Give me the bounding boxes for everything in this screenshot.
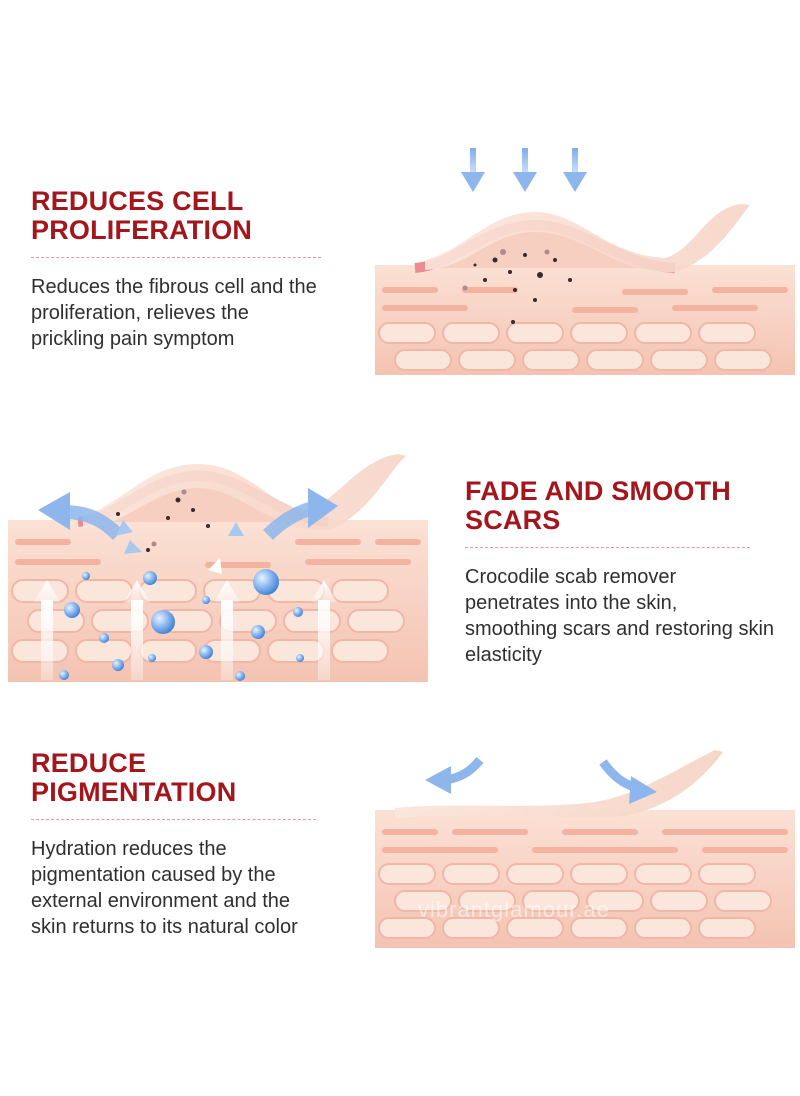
- title-line-2: PROLIFERATION: [31, 215, 253, 245]
- moisture-bubbles: [59, 569, 304, 681]
- down-arrow-icon: [461, 148, 485, 192]
- curved-arrow-right-icon: [599, 759, 657, 804]
- title-line-2: SCARS: [465, 505, 561, 535]
- up-arrow-icon: [311, 580, 337, 680]
- section-reduce-pigmentation: REDUCE PIGMENTATION Hydration reduces th…: [31, 749, 331, 940]
- down-arrow-icon: [513, 148, 537, 192]
- up-arrow-icon: [124, 580, 150, 680]
- up-arrow-icon: [214, 580, 240, 680]
- section-description: Reduces the fibrous cell and the prolife…: [31, 276, 317, 350]
- section-title: FADE AND SMOOTH SCARS: [465, 477, 775, 535]
- title-line-2: PIGMENTATION: [31, 777, 237, 807]
- section-fade-and-smooth-scars: FADE AND SMOOTH SCARS Crocodile scab rem…: [465, 477, 775, 668]
- dashed-divider: [31, 257, 321, 258]
- title-line-1: REDUCES CELL: [31, 186, 244, 216]
- curved-arrow-left-icon: [425, 757, 484, 794]
- down-arrow-icon: [563, 148, 587, 192]
- skin-illustration-smooth: [375, 750, 795, 948]
- dashed-divider: [465, 547, 750, 548]
- dashed-divider: [31, 819, 316, 820]
- section-reduces-cell-proliferation: REDUCES CELL PROLIFERATION Reduces the f…: [31, 187, 321, 352]
- section-title: REDUCES CELL PROLIFERATION: [31, 187, 321, 245]
- title-line-1: FADE AND SMOOTH: [465, 476, 731, 506]
- section-title: REDUCE PIGMENTATION: [31, 749, 331, 807]
- skin-illustration-pressure: [375, 148, 795, 375]
- skin-illustration-penetration: [8, 454, 428, 682]
- title-line-1: REDUCE: [31, 748, 147, 778]
- section-description: Crocodile scab remover penetrates into t…: [465, 566, 775, 666]
- section-description: Hydration reduces the pigmentation cause…: [31, 838, 298, 938]
- curved-arrow-left-icon: [38, 492, 123, 541]
- up-arrow-icon: [34, 580, 60, 680]
- watermark: vibrantglamour.ae: [418, 897, 610, 922]
- curved-arrow-right-icon: [263, 488, 338, 541]
